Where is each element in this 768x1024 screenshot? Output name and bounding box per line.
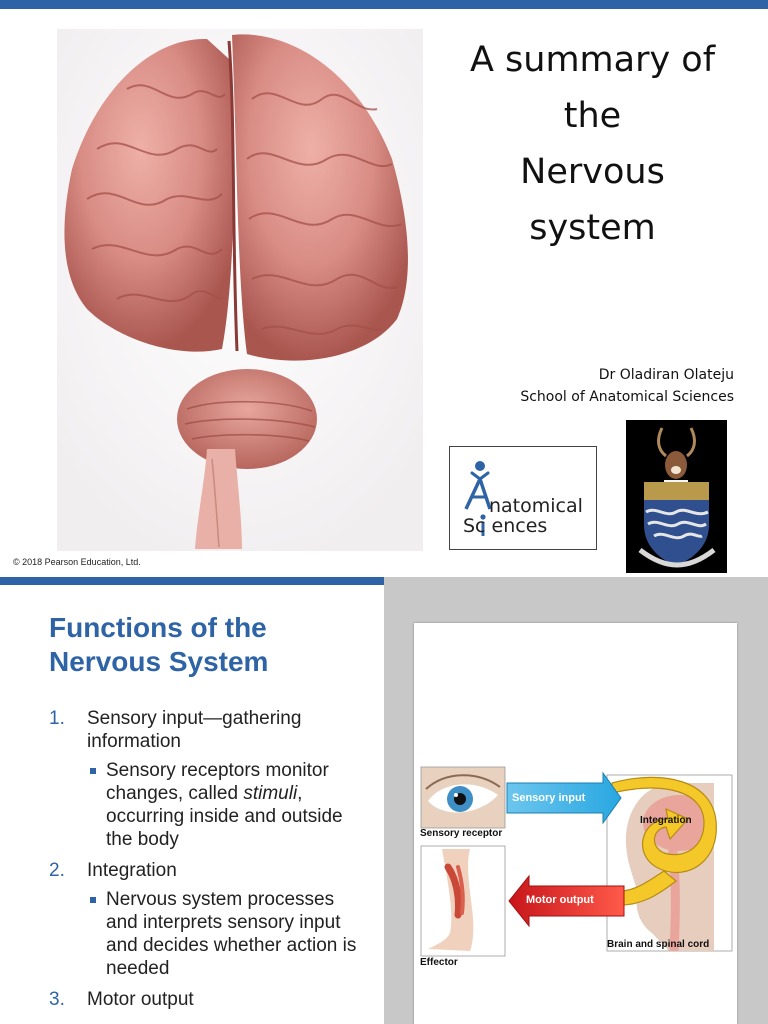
slide-title: A summary of the Nervous system — [469, 40, 716, 248]
diagram-card: Sensory input Motor output Integration S… — [414, 623, 737, 1024]
top-accent-bar — [0, 0, 768, 9]
sub-list: Sensory receptors monitor changes, calle… — [87, 759, 369, 851]
diagram-slide: Sensory input Motor output Integration S… — [384, 577, 768, 1024]
brain-spinal-cord-label: Brain and spinal cord — [607, 939, 710, 950]
motor-output-label: Motor output — [526, 894, 594, 906]
functions-list: 1. Sensory input—gathering information S… — [49, 707, 369, 1019]
university-crest — [626, 420, 727, 573]
school-name: School of Anatomical Sciences — [520, 389, 734, 405]
sensory-input-label: Sensory input — [512, 792, 586, 804]
list-number: 2. — [49, 860, 65, 881]
logo-text-line2: Sc ences — [463, 515, 548, 537]
integration-label: Integration — [640, 815, 692, 826]
anatomical-sciences-logo: natomical Sc ences — [449, 446, 597, 550]
list-item-label: Integration — [87, 860, 177, 881]
sub-list-item: Nervous system processes and interprets … — [87, 888, 369, 980]
logo-text-line1: natomical — [489, 495, 583, 517]
author-block: Dr Oladiran Olateju School of Anatomical… — [470, 364, 734, 408]
title-slide: A summary of the Nervous system Dr Oladi… — [0, 0, 768, 575]
brain-photo — [57, 29, 423, 551]
copyright-notice: © 2018 Pearson Education, Ltd. — [13, 557, 141, 567]
eye-illustration — [420, 766, 506, 829]
list-item-label: Sensory input—gathering information — [87, 708, 302, 752]
list-item-label: Motor output — [87, 989, 194, 1010]
sub-list-item: Sensory receptors monitor changes, calle… — [87, 759, 369, 851]
motor-output-arrow — [508, 874, 625, 928]
sensory-receptor-label: Sensory receptor — [420, 828, 503, 839]
author-name: Dr Oladiran Olateju — [598, 367, 734, 383]
effector-label: Effector — [420, 957, 458, 968]
sub-text: Sensory receptors monitor changes, calle… — [106, 760, 329, 804]
sensory-input-arrow — [506, 771, 622, 825]
sub-list: Nervous system processes and interprets … — [87, 888, 369, 980]
list-number: 3. — [49, 989, 65, 1010]
functions-title: Functions of the Nervous System — [49, 612, 269, 677]
list-item: 1. Sensory input—gathering information S… — [49, 707, 369, 851]
slide2-accent-bar — [0, 577, 384, 585]
sub-text: , occurring inside and outside the body — [106, 783, 343, 850]
list-item: 3. Motor output — [49, 988, 369, 1011]
leg-illustration — [420, 845, 506, 957]
list-number: 1. — [49, 708, 65, 729]
functions-slide: Functions of the Nervous System 1. Senso… — [0, 585, 384, 1024]
list-item: 2. Integration Nervous system processes … — [49, 859, 369, 980]
sub-emphasis: stimuli — [243, 783, 298, 804]
